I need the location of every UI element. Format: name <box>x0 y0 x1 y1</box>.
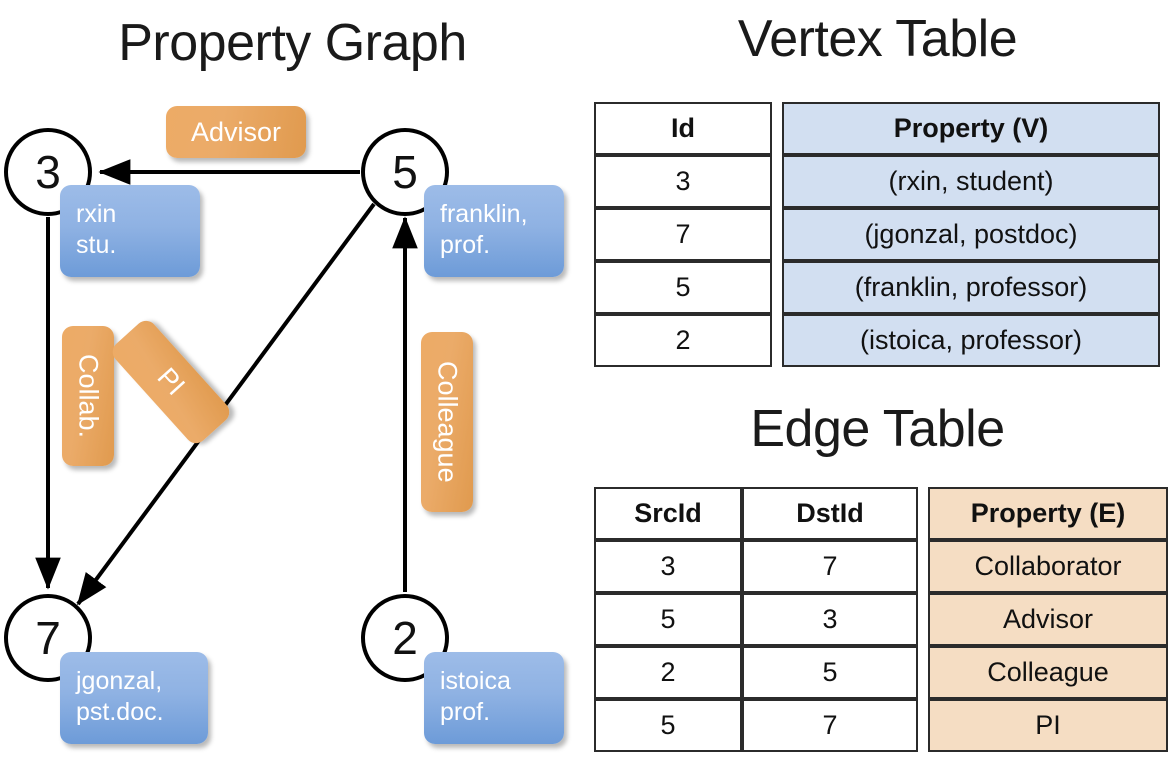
vertex-row-0-id: 3 <box>594 155 772 208</box>
table-row[interactable]: 5 (franklin, professor) <box>594 261 1160 314</box>
edge-row-0-property: Collaborator <box>928 540 1168 593</box>
edge-table-column-gap <box>918 487 928 540</box>
edge-label-box-colleague: Colleague <box>421 332 473 512</box>
table-row[interactable]: 3 (rxin, student) <box>594 155 1160 208</box>
edge-label-pi-text: PI <box>151 362 192 402</box>
node-property-jgonzal-line1: jgonzal, <box>76 667 163 695</box>
vertex-row-2-id: 5 <box>594 261 772 314</box>
edge-table-header-srcid: SrcId <box>594 487 742 540</box>
edge-table-header-row: SrcId DstId Property (E) <box>594 487 1168 540</box>
node-property-rxin-line2: stu. <box>76 231 117 259</box>
edge-row-1-property: Advisor <box>928 593 1168 646</box>
edge-row-0-dst: 7 <box>742 540 918 593</box>
vertex-table: Id Property (V) 3 (rxin, student) 7 (jgo… <box>594 102 1160 367</box>
vertex-table-header-id: Id <box>594 102 772 155</box>
table-row[interactable]: 2 (istoica, professor) <box>594 314 1160 367</box>
edge-row-0-src: 3 <box>594 540 742 593</box>
graph-node-7-label: 7 <box>35 612 61 664</box>
vertex-table-column-gap <box>772 261 782 314</box>
graph-node-2-label: 2 <box>392 612 418 664</box>
table-row[interactable]: 3 7 Collaborator <box>594 540 1168 593</box>
edge-row-3-src: 5 <box>594 699 742 752</box>
vertex-row-3-property: (istoica, professor) <box>782 314 1160 367</box>
table-row[interactable]: 2 5 Colleague <box>594 646 1168 699</box>
edge-table: SrcId DstId Property (E) 3 7 Collaborato… <box>594 487 1168 752</box>
edge-table-column-gap <box>918 646 928 699</box>
vertex-table-header-row: Id Property (V) <box>594 102 1160 155</box>
graph-node-5-label: 5 <box>392 146 418 198</box>
edge-row-3-dst: 7 <box>742 699 918 752</box>
vertex-table-column-gap <box>772 314 782 367</box>
edge-row-1-dst: 3 <box>742 593 918 646</box>
node-property-box-jgonzal: jgonzal, pst.doc. <box>60 652 208 744</box>
graph-node-3-label: 3 <box>35 146 61 198</box>
graph-node-2[interactable]: 2 <box>361 594 449 682</box>
node-property-box-franklin: franklin, prof. <box>424 185 564 277</box>
edge-row-3-property: PI <box>928 699 1168 752</box>
edge-row-2-dst: 5 <box>742 646 918 699</box>
edge-row-2-property: Colleague <box>928 646 1168 699</box>
node-property-istoica-line1: istoica <box>440 667 511 695</box>
node-property-rxin-line1: rxin <box>76 200 117 228</box>
table-row[interactable]: 7 (jgonzal, postdoc) <box>594 208 1160 261</box>
edge-label-advisor-text: Advisor <box>190 116 282 147</box>
property-graph-diagram: 3 5 7 2 rxin stu. franklin, prof. jgonza… <box>4 106 564 744</box>
edge-label-box-collab: Collab. <box>62 326 114 466</box>
edge-row-1-src: 5 <box>594 593 742 646</box>
edge-table-column-gap <box>918 593 928 646</box>
vertex-row-1-property: (jgonzal, postdoc) <box>782 208 1160 261</box>
graph-node-5[interactable]: 5 <box>361 128 449 216</box>
vertex-table-header-property: Property (V) <box>782 102 1160 155</box>
vertex-row-3-id: 2 <box>594 314 772 367</box>
vertex-table-column-gap <box>772 102 782 155</box>
node-property-box-istoica: istoica prof. <box>424 652 564 744</box>
edge-label-box-advisor: Advisor <box>166 106 306 158</box>
edge-table-column-gap <box>918 540 928 593</box>
edge-table-column-gap <box>918 699 928 752</box>
edge-label-collab-text: Collab. <box>73 353 104 439</box>
node-property-jgonzal-line2: pst.doc. <box>76 698 164 726</box>
page-title-vertex-table: Vertex Table <box>737 10 1018 68</box>
edge-table-header-property: Property (E) <box>928 487 1168 540</box>
node-property-franklin-line1: franklin, <box>440 200 528 228</box>
vertex-table-column-gap <box>772 155 782 208</box>
edge-table-header-dstid: DstId <box>742 487 918 540</box>
table-row[interactable]: 5 7 PI <box>594 699 1168 752</box>
vertex-table-column-gap <box>772 208 782 261</box>
page-title-property-graph: Property Graph <box>118 14 467 72</box>
vertex-row-2-property: (franklin, professor) <box>782 261 1160 314</box>
vertex-row-1-id: 7 <box>594 208 772 261</box>
vertex-row-0-property: (rxin, student) <box>782 155 1160 208</box>
node-property-franklin-line2: prof. <box>440 231 491 259</box>
node-property-istoica-line2: prof. <box>440 698 491 726</box>
table-row[interactable]: 5 3 Advisor <box>594 593 1168 646</box>
edge-row-2-src: 2 <box>594 646 742 699</box>
page-title-edge-table: Edge Table <box>750 400 1005 458</box>
node-property-box-rxin: rxin stu. <box>60 185 200 277</box>
edge-label-colleague-text: Colleague <box>432 361 463 483</box>
